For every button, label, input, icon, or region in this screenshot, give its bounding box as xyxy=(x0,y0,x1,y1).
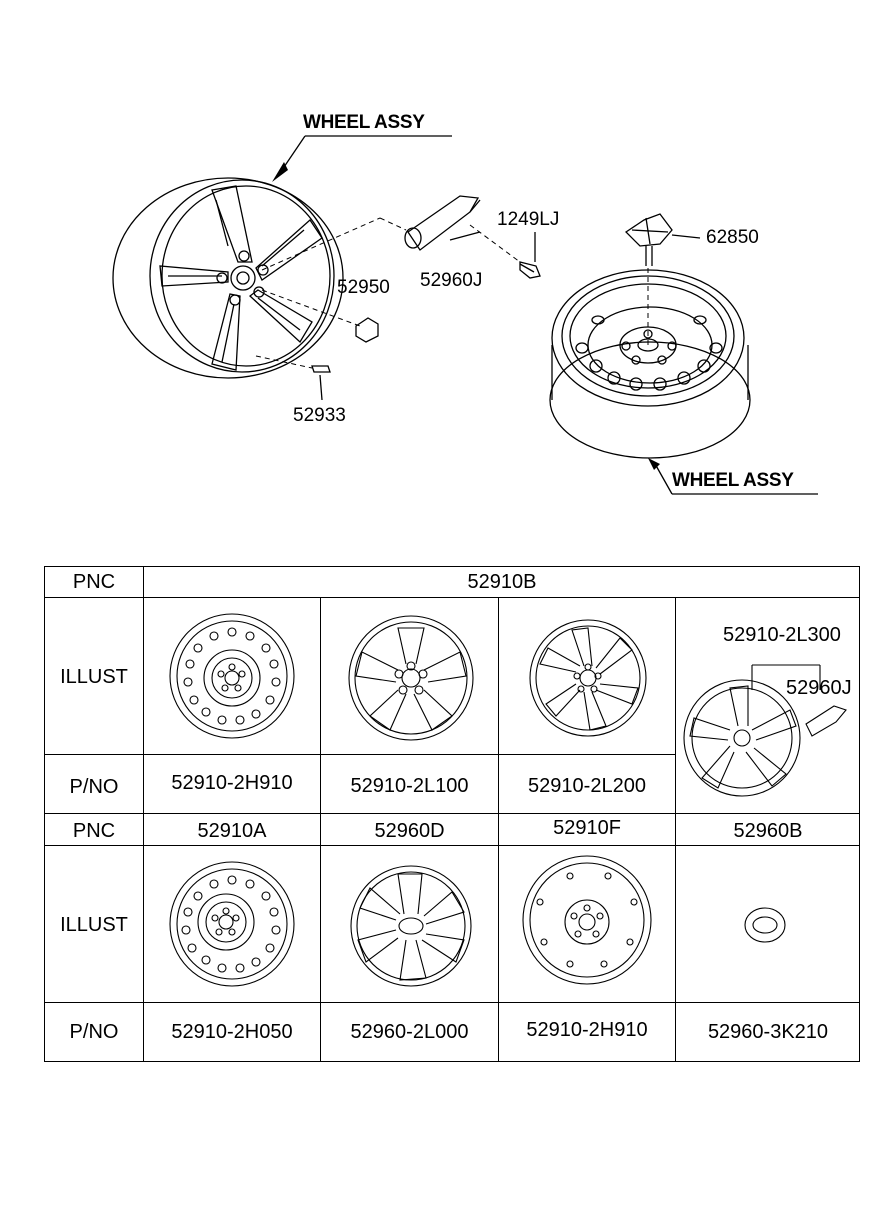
row-illust-label-bottom: ILLUST xyxy=(60,914,128,936)
row-pno-label-bottom: P/NO xyxy=(69,1021,119,1043)
pno-bottom-col4: 52960-3K210 xyxy=(707,1021,829,1043)
pno-top-col3: 52910-2L200 xyxy=(528,775,646,797)
callout-62850: 62850 xyxy=(706,227,759,248)
valve-part xyxy=(311,365,331,373)
row-pnc-label-top: PNC xyxy=(72,571,116,593)
pno-bottom-col1: 52910-2H050 xyxy=(171,1021,293,1043)
callout-1249lj: 1249LJ xyxy=(497,209,560,230)
illust-steel-wheel-2h910-b xyxy=(522,855,652,985)
pno-special-cap: 52960J xyxy=(786,677,852,699)
pno-top-col1: 52910-2H910 xyxy=(171,772,293,794)
steel-spare-wheel-illustration xyxy=(549,269,751,459)
illust-alloy-wheel-2l300 xyxy=(683,664,847,797)
wheel-assy-label-top: WHEEL ASSY xyxy=(303,112,425,133)
illust-alloy-wheel-2l200 xyxy=(529,619,647,737)
illust-center-cap-3k210 xyxy=(744,907,786,943)
illust-wheel-cover-2l000 xyxy=(350,865,472,987)
pnc-bottom-col2: 52960D xyxy=(374,820,445,842)
pnc-bottom-col4: 52960B xyxy=(733,820,803,842)
hold-down-bolt-part xyxy=(624,213,673,266)
pnc-bottom-col3: 52910F xyxy=(553,817,621,839)
pnc-value-top: 52910B xyxy=(467,571,537,593)
pno-special: 52910-2L300 xyxy=(723,624,841,646)
illust-alloy-wheel-2l100 xyxy=(348,615,474,741)
callout-52933: 52933 xyxy=(293,405,346,426)
callout-52960j: 52960J xyxy=(420,270,483,291)
bolt-part xyxy=(519,261,541,279)
pno-bottom-col3: 52910-2H910 xyxy=(526,1019,648,1041)
pno-bottom-col2: 52960-2L000 xyxy=(350,1021,469,1043)
lug-nut-part xyxy=(355,317,379,343)
wheel-exploded-diagram xyxy=(112,135,818,495)
row-pno-label-top: P/NO xyxy=(69,776,119,798)
row-pnc-label-bottom: PNC xyxy=(72,820,116,842)
center-cap-part xyxy=(404,195,481,251)
wheel-assy-label-bottom: WHEEL ASSY xyxy=(672,470,794,491)
alloy-wheel-illustration xyxy=(112,177,344,379)
callout-52950: 52950 xyxy=(337,277,390,298)
pno-top-col2: 52910-2L100 xyxy=(350,775,469,797)
illust-steel-wheel-2h050 xyxy=(169,861,295,987)
pnc-bottom-col1: 52910A xyxy=(197,820,267,842)
illust-steel-wheel-1 xyxy=(169,613,295,739)
row-illust-label-top: ILLUST xyxy=(60,666,128,688)
